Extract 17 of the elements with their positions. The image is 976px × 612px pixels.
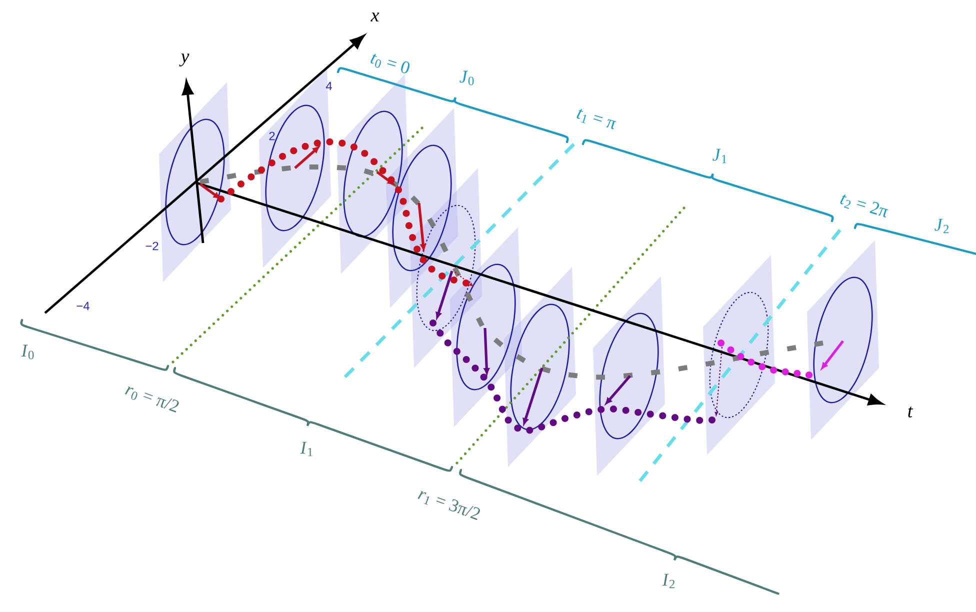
brace-label: J$_{0}$ xyxy=(460,70,474,86)
tick-label: 4 xyxy=(326,82,332,90)
axis-label: y xyxy=(179,54,190,66)
axis-label: x xyxy=(370,12,380,22)
brace-label: J$_{1}$ xyxy=(712,148,726,164)
axis-label: t xyxy=(908,406,914,418)
brace-label: r$_{1}$ = 3π/2 xyxy=(418,490,480,520)
brace-label: I$_{1}$ xyxy=(300,442,312,456)
brace-label: r$_{0}$ = π/2 xyxy=(124,386,179,413)
brace-label: J$_{2}$ xyxy=(934,218,949,234)
brace-label: t$_{1}$ = π xyxy=(576,108,616,130)
brace-label: t$_{0}$ = 0 xyxy=(370,54,410,74)
tick-label: −2 xyxy=(146,242,158,250)
tick-label: −4 xyxy=(76,302,90,310)
tick-label: 2 xyxy=(269,132,275,140)
brace-label: I$_{2}$ xyxy=(662,574,675,588)
brace-label: I$_{0}$ xyxy=(21,344,34,360)
